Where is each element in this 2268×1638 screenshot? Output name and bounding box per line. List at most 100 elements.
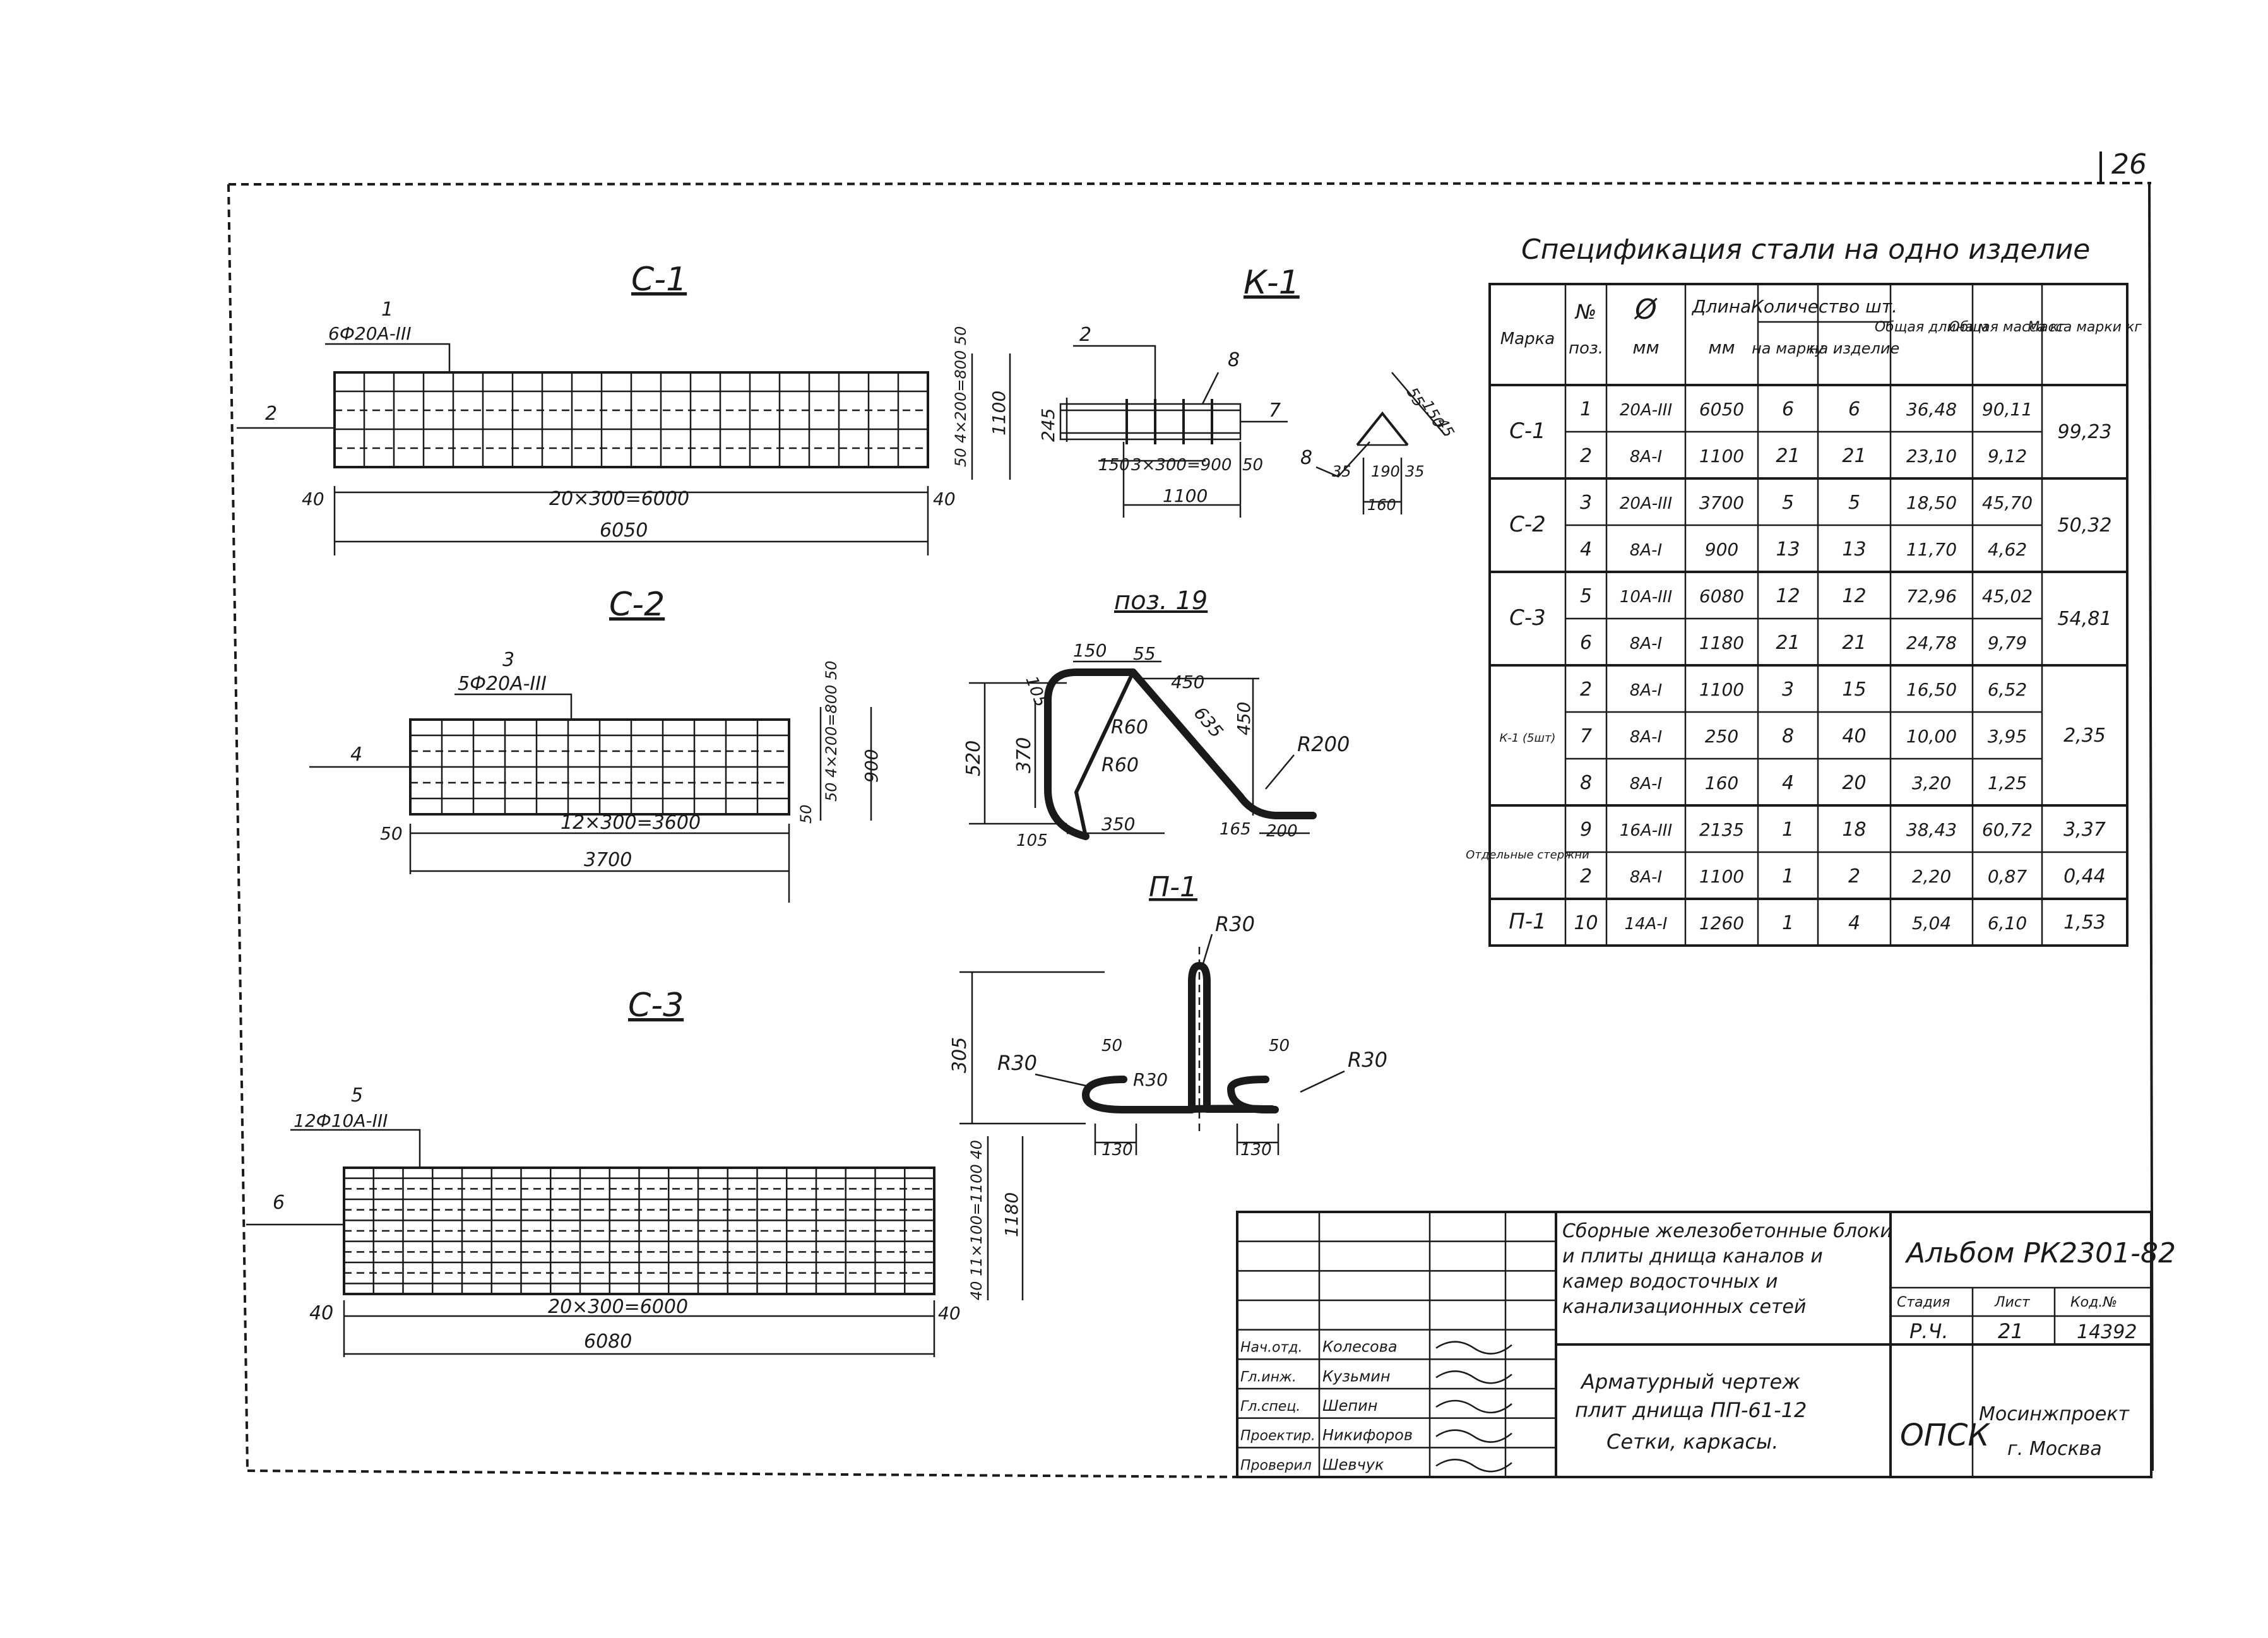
spec-cell-total-len: 3,20 (1912, 773, 1951, 793)
spec-cell-qty-mark: 21 (1776, 632, 1800, 654)
signer-name: Шепин (1322, 1397, 1377, 1415)
spec-cell-len: 1100 (1699, 446, 1744, 466)
spec-cell-total-mass: 9,12 (1988, 446, 2027, 466)
tb-org2: Мосинжпроект (1979, 1403, 2130, 1425)
spec-cell-qty-mark: 4 (1782, 772, 1794, 794)
title-block-signers: Нач.отд.КолесоваГл.инж.КузьминГл.спец.Ше… (1240, 1338, 1512, 1473)
spec-cell-len: 1100 (1699, 679, 1744, 700)
mesh-c3: С-3 5 12Ф10А-III 6 20×300=6000 40 40 608… (246, 987, 1024, 1357)
spec-cell-pos: 8 (1580, 772, 1592, 794)
spec-cell-qty-item: 13 (1842, 538, 1866, 561)
c3-title: С-3 (628, 987, 684, 1024)
spec-cell-diam: 20А-III (1620, 401, 1672, 420)
k1-bars (1125, 399, 1213, 444)
c3-dim-total: 6080 (584, 1331, 632, 1353)
tb-stage-label: Стадия (1897, 1295, 1950, 1310)
signature-mark (1435, 1429, 1512, 1443)
pos19-d105b: 105 (1016, 831, 1048, 850)
tb-sheet: 21 (1998, 1319, 2024, 1343)
spec-marka: П-1 (1509, 909, 1546, 934)
spec-cell-total-len: 11,70 (1906, 539, 1957, 560)
spec-cell-pos: 6 (1580, 632, 1592, 654)
spec-head-marka: Марка (1500, 329, 1555, 348)
p1-r30-mid: R30 (1133, 1069, 1168, 1090)
k1-pos-8: 8 (1228, 349, 1240, 371)
tb-drawing-2: плит днища ПП-61-12 (1575, 1398, 1807, 1422)
spec-cell-diam: 8А-I (1630, 681, 1662, 700)
k1-dim-h: 245 (1038, 408, 1059, 442)
c1-callout-spec: 6Ф20А-III (328, 323, 412, 344)
spec-cell-total-mass: 3,95 (1988, 726, 2027, 747)
spec-cell-len: 160 (1705, 773, 1738, 793)
spec-cell-diam: 16А-III (1620, 821, 1672, 840)
pos19-r60b: R60 (1101, 754, 1139, 776)
spec-table: Спецификация стали на одно изделие Марка… (1466, 234, 2142, 947)
spec-cell-pos: 2 (1580, 865, 1592, 887)
spec-cell-qty-item: 5 (1848, 492, 1860, 514)
c3-grid (343, 1166, 935, 1295)
c1-dim-total: 6050 (600, 519, 648, 542)
c2-callout-spec: 5Ф20А-III (458, 673, 547, 695)
spec-cell-total-mass: 45,70 (1982, 492, 2033, 513)
c3-dim-height: 1180 (1001, 1192, 1022, 1237)
p1-d130-left: 130 (1101, 1141, 1133, 1160)
spec-cell-len: 1100 (1699, 866, 1744, 887)
spec-cell-total-len: 24,78 (1906, 632, 1957, 653)
spec-mark-mass: 2,35 (2063, 725, 2106, 747)
spec-marka: С-2 (1509, 512, 1546, 537)
spec-cell-qty-mark: 5 (1782, 492, 1794, 514)
pos19-d450a: 450 (1171, 672, 1204, 692)
pos19-d635: 635 (1190, 703, 1228, 742)
spec-cell-qty-item: 15 (1842, 679, 1866, 701)
pos19-d520: 520 (963, 740, 985, 776)
p1-r30-top: R30 (1215, 912, 1255, 936)
spec-cell-qty-item: 12 (1842, 585, 1866, 607)
spec-cell-qty-mark: 1 (1782, 819, 1794, 841)
signer-role: Гл.инж. (1240, 1369, 1297, 1385)
spec-head-length-sub: мм (1708, 337, 1735, 358)
pos19-d350: 350 (1101, 814, 1135, 834)
spec-cell-total-len: 2,20 (1912, 866, 1951, 887)
c1-dim-height: 1100 (989, 391, 1009, 436)
k1-dim-35a: 35 (1332, 463, 1351, 480)
page-number: 26 (2111, 148, 2147, 181)
pos19-d165: 165 (1220, 820, 1251, 839)
signer-name: Кузьмин (1322, 1367, 1391, 1385)
tb-desc-2: и плиты днища каналов и (1562, 1245, 1823, 1267)
c2-dim-total: 3700 (584, 849, 632, 871)
c1-callout-pos: 1 (381, 299, 393, 321)
pos19-d55: 55 (1133, 643, 1156, 664)
spec-cell-pos: 2 (1580, 445, 1592, 467)
spec-cell-qty-item: 21 (1842, 445, 1866, 467)
spec-cell-total-mass: 45,02 (1982, 586, 2033, 607)
tb-org: ОПСК (1900, 1418, 1990, 1453)
spec-head-diam: Ø (1634, 294, 1658, 326)
spec-head-qty-mark: на марку (1752, 340, 1825, 357)
signer-name: Колесова (1322, 1338, 1398, 1356)
spec-cell-qty-mark: 3 (1782, 679, 1794, 701)
signer-role: Гл.спец. (1240, 1399, 1300, 1415)
spec-cell-qty-mark: 12 (1776, 585, 1800, 607)
spec-cell-diam: 14А-I (1625, 915, 1668, 934)
c1-dim-vert: 50 4×200=800 50 (952, 326, 970, 467)
c2-dim-height: 900 (861, 749, 882, 783)
c3-dim-vert: 40 11×100=1100 40 (968, 1140, 985, 1300)
spec-cell-pos: 7 (1580, 725, 1592, 747)
spec-mark-mass: 99,23 (2058, 421, 2112, 443)
spec-cell-diam: 8А-I (1630, 868, 1662, 887)
signer-name: Никифоров (1322, 1427, 1413, 1444)
spec-head-total-len: Общая длина м (1875, 319, 1988, 335)
spec-cell-qty-mark: 13 (1776, 538, 1800, 561)
tb-desc-4: канализационных сетей (1562, 1296, 1806, 1318)
p1-d50-right: 50 (1269, 1036, 1290, 1055)
spec-cell-pos: 4 (1580, 538, 1592, 561)
spec-cell-qty-mark: 21 (1776, 445, 1800, 467)
tb-stage: Р.Ч. (1909, 1319, 1949, 1343)
signer-role: Проектир. (1240, 1428, 1315, 1444)
title-block: Сборные железобетонные блоки и плиты дни… (1236, 1211, 2176, 1478)
p1-d50-left: 50 (1101, 1036, 1122, 1055)
k1-title: К-1 (1244, 264, 1300, 302)
spec-cell-qty-item: 20 (1842, 772, 1866, 794)
pos19-d450b: 450 (1233, 702, 1254, 735)
signature-mark (1435, 1459, 1512, 1473)
